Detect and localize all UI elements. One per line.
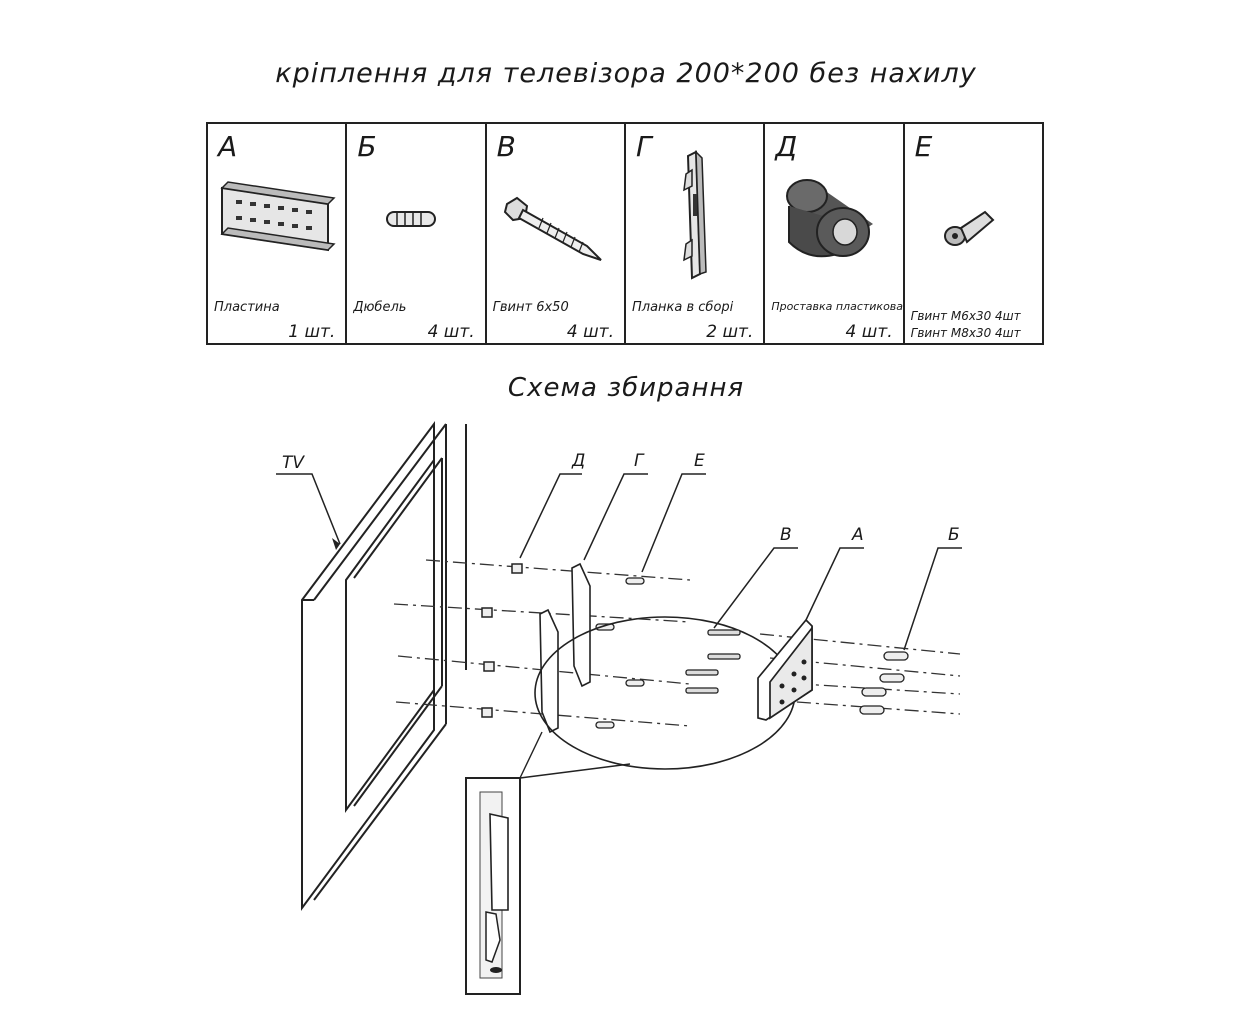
label-tv: TV <box>282 453 305 473</box>
part-cell-d: Д Проставка пластикова 4 шт. <box>765 124 905 343</box>
part-name: Проставка пластикова <box>771 300 904 313</box>
part-letter: Б <box>357 130 377 163</box>
part-letter: Д <box>775 130 798 163</box>
tv-panel <box>301 421 467 912</box>
screws-v <box>685 629 741 694</box>
part-letter: А <box>218 130 238 163</box>
label-b: Б <box>948 525 960 545</box>
plate-icon <box>220 181 336 252</box>
spacer-icon <box>786 179 874 258</box>
page-title: кріплення для телевізора 200*200 без нах… <box>275 58 977 89</box>
part-cell-b: Б Дюбель 4 шт. <box>347 124 487 343</box>
part-qty: 4 шт. <box>845 322 893 342</box>
brackets <box>539 562 591 734</box>
scheme-title: Схема збирання <box>507 373 745 403</box>
label-g: Г <box>634 451 645 471</box>
tv-arrowhead <box>332 538 340 550</box>
part-letter: Г <box>635 130 652 163</box>
part-cell-g: Г Планка в сборі 2 шт. <box>626 124 766 343</box>
part-cell-a: А Пластина 1 шт. <box>208 124 348 343</box>
assembly-scheme: TV Д Г Е В А Б <box>276 421 962 995</box>
part-letter: В <box>496 130 516 163</box>
dowels <box>859 651 909 715</box>
part-qty: 1 шт. <box>288 322 336 342</box>
part-qty: 4 шт. <box>427 322 475 342</box>
screw-6x50-icon <box>503 196 602 261</box>
label-a: А <box>851 525 864 545</box>
label-v: В <box>780 525 792 545</box>
spacers <box>481 563 523 718</box>
part-qty: 2 шт. <box>706 322 754 342</box>
part-name: Планка в сборі <box>631 300 734 315</box>
screws-e <box>595 577 645 729</box>
detail-inset <box>465 777 521 995</box>
label-e: Е <box>694 451 705 471</box>
wall-plate <box>757 618 813 721</box>
part-name: Гвинт 6х50 <box>492 300 569 315</box>
part-name-multiline: Гвинт М6х30 4шт Гвинт М8х30 4шт <box>911 308 1021 342</box>
part-name: Пластина <box>214 300 280 315</box>
leader-lines <box>276 473 962 651</box>
label-d: Д <box>571 451 585 471</box>
part-name-line: Гвинт М8х30 4шт <box>910 326 1021 340</box>
screw-m6-icon <box>943 210 995 246</box>
part-cell-v: В Гвинт 6х50 4 шт. <box>487 124 626 343</box>
part-name-line: Гвинт М6х30 4шт <box>910 309 1021 323</box>
bracket-icon <box>683 150 707 280</box>
part-cell-e: Е Гвинт М6х30 4шт Гвинт М8х30 4шт <box>905 124 1042 343</box>
part-letter: Е <box>914 130 933 163</box>
part-qty: 4 шт. <box>566 322 614 342</box>
part-name: Дюбель <box>353 300 407 315</box>
axis-lines <box>393 559 961 727</box>
parts-table: А Пластина 1 шт. Б Дюбель 4 <box>206 122 1044 345</box>
dowel-icon <box>386 211 437 227</box>
